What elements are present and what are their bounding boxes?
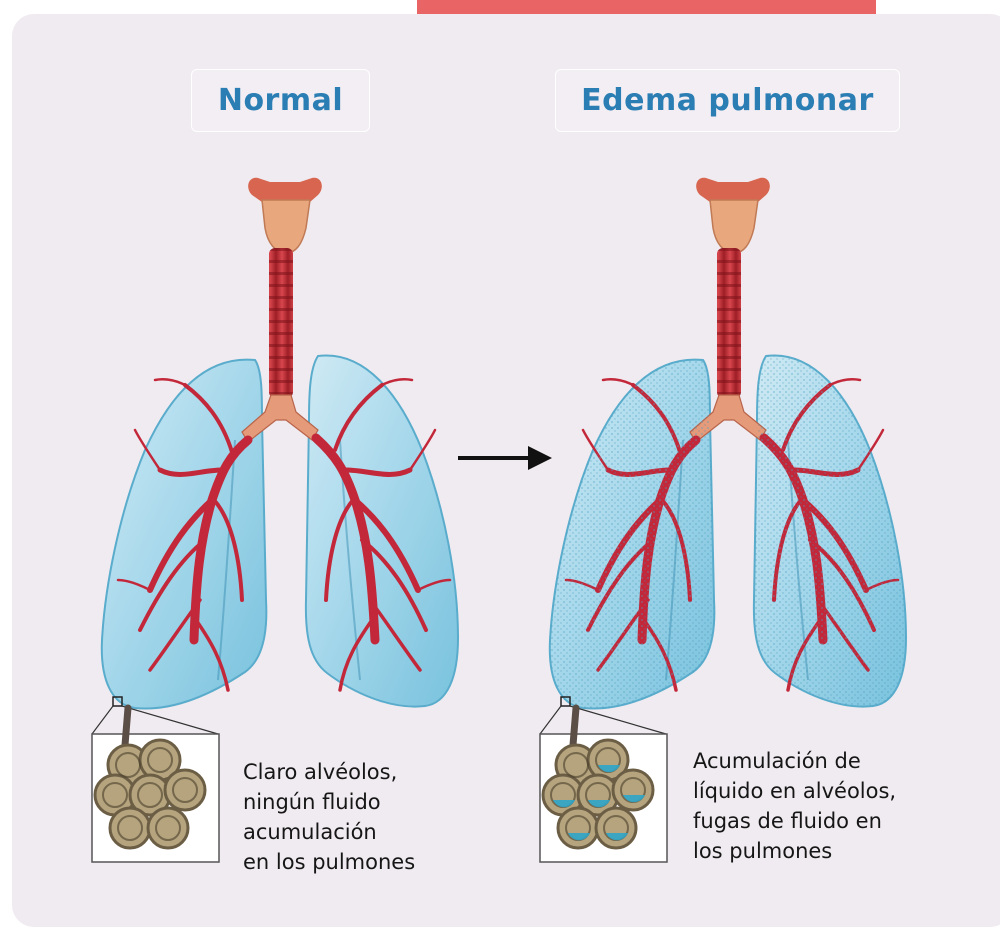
- caption-line: Claro alvéolos,: [243, 757, 415, 787]
- caption-line: acumulación: [243, 817, 415, 847]
- normal-caption: Claro alvéolos, ningún fluido acumulació…: [243, 757, 415, 877]
- caption-line: en los pulmones: [243, 847, 415, 877]
- caption-line: los pulmones: [693, 836, 896, 866]
- caption-line: Acumulación de: [693, 746, 896, 776]
- caption-line: fugas de fluido en: [693, 806, 896, 836]
- edema-zoom-callout: [540, 697, 667, 862]
- edema-caption: Acumulación de líquido en alvéolos, fuga…: [693, 746, 896, 866]
- alveoli-icon: [95, 708, 205, 848]
- normal-zoom-callout: [92, 697, 219, 862]
- arrow-right-icon: [458, 446, 552, 470]
- caption-line: ningún fluido: [243, 787, 415, 817]
- normal-lungs: [102, 178, 458, 709]
- alveoli-icon: [543, 708, 653, 848]
- caption-line: líquido en alvéolos,: [693, 776, 896, 806]
